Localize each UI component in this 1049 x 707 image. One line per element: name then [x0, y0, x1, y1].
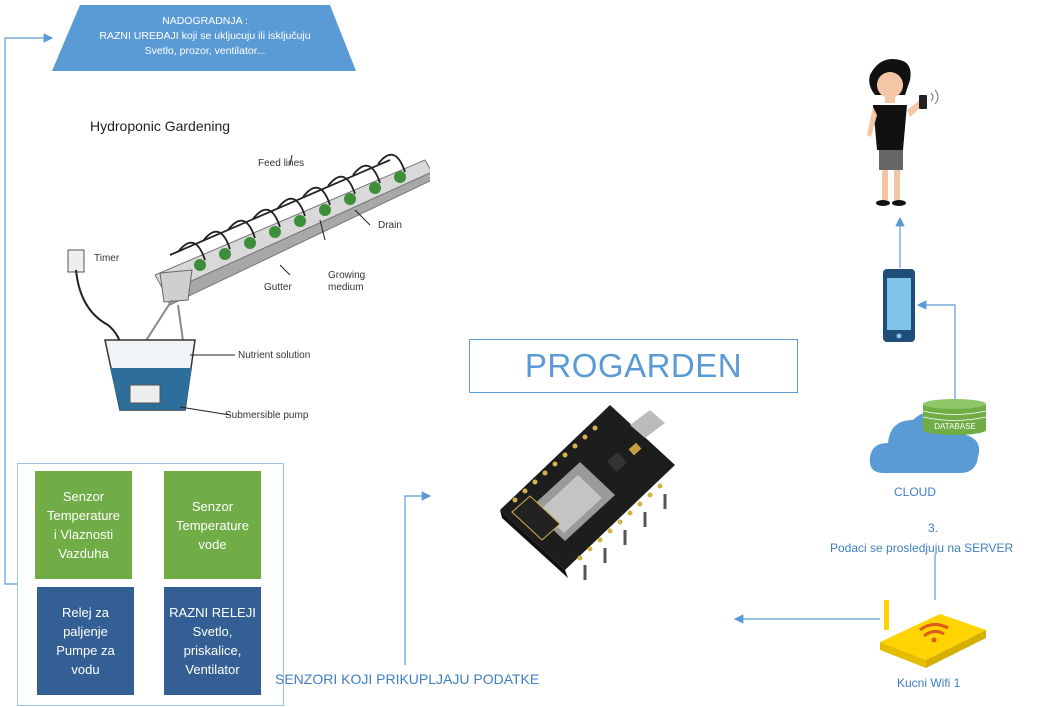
sensors-group	[17, 463, 284, 706]
timer-label: Timer	[94, 253, 120, 264]
upgrade-banner-text: NADOGRADNJA : RAZNI UREĐAJI koji se uklј…	[55, 14, 355, 59]
hydroponic-title: Hydroponic Gardening	[90, 118, 231, 134]
database-label: DATABASE	[934, 422, 976, 431]
sensors-label: SENZORI KOJI PRIKUPLJAJU PODATKE	[275, 671, 540, 687]
various-relays-line-3: priskalice,	[183, 643, 242, 658]
nodemcu-board-icon	[500, 405, 675, 580]
user-person-icon	[867, 59, 939, 206]
upgrade-line-1: NADOGRADNJA :	[162, 15, 248, 27]
growing-medium-line-1: Growing	[328, 270, 366, 281]
database-icon	[922, 399, 987, 435]
sensor-air-box: Senzor Temperature i Vlaznosti Vazduha	[35, 471, 132, 579]
pump-relay-line-4: vodu	[71, 662, 100, 677]
various-relays-box: RAZNI RELEJI Svetlo, priskalice, Ventila…	[164, 587, 261, 695]
upgrade-line-3: Svetlo, prozor, ventilator...	[144, 45, 266, 57]
page-title: PROGARDEN	[469, 339, 798, 393]
sensor-air-line-1: Senzor	[62, 489, 105, 504]
hydroponic-illustration: Hydroponic Gardening Feed lines Drain Ti…	[60, 110, 433, 430]
sensor-air-line-2: Temperature	[47, 508, 120, 523]
upgrade-banner-shape	[52, 5, 356, 71]
sensors-to-board-line	[404, 491, 432, 665]
gutter-label: Gutter	[264, 282, 292, 293]
feed-lines-label: Feed lines	[258, 158, 305, 169]
sensor-water-line-3: vode	[198, 536, 227, 552]
smartphone-icon	[883, 269, 915, 342]
drain-label: Drain	[378, 220, 402, 231]
step-number: 3.	[928, 521, 939, 535]
pump-relay-line-3: Pumpe za	[56, 643, 115, 658]
wifi-label: Kucni Wifi 1	[897, 676, 961, 690]
upgrade-line-2: RAZNI UREĐAJI koji se uklјucuju ili iskl…	[99, 30, 311, 42]
cloud-to-phone-line	[916, 300, 956, 400]
various-relays-line-2: Svetlo,	[192, 624, 233, 639]
sensor-water-box: Senzor Temperature vode	[164, 471, 261, 579]
various-relays-line-4: Ventilator	[185, 662, 240, 677]
cloud-label: CLOUD	[894, 485, 937, 499]
wifi-router-icon	[880, 600, 986, 668]
sensor-air-line-3: i Vlaznosti	[53, 527, 114, 542]
sensor-air-line-4: Vazduha	[58, 546, 109, 561]
various-relays-line-1: RAZNI RELEJI	[169, 605, 256, 620]
growing-medium-label: Growing medium	[328, 270, 365, 294]
upgrade-connector-line	[4, 33, 54, 585]
sensor-water-line-1: Senzor	[191, 498, 234, 514]
sensor-water-line-2: Temperature	[176, 517, 249, 533]
submersible-pump-label: Submersible pump	[225, 410, 309, 421]
growing-medium-line-2: medium	[328, 282, 364, 293]
step-text: Podaci se prosledjuju na SERVER	[830, 541, 1014, 555]
pump-relay-line-1: Relej za	[62, 605, 109, 620]
pump-relay-line-2: paljenje	[63, 624, 108, 639]
pump-relay-box: Relej za paljenje Pumpe za vodu	[37, 587, 134, 695]
nutrient-solution-label: Nutrient solution	[238, 350, 311, 361]
